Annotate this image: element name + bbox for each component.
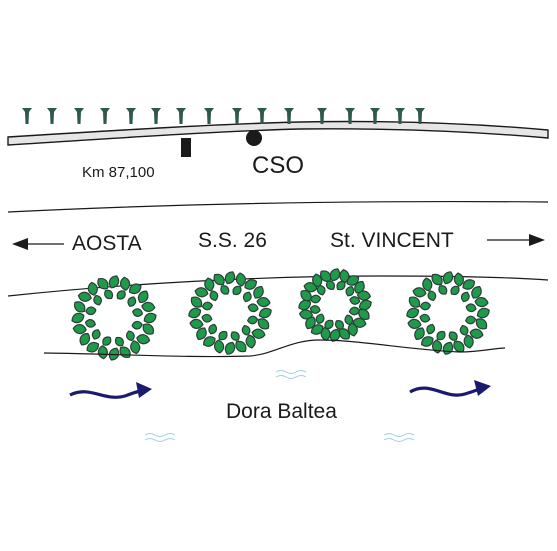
railway-sleeper-icon — [317, 108, 327, 124]
km-label: Km 87,100 — [82, 164, 155, 181]
railway-sleeper-icon — [100, 108, 110, 124]
railway-sleeper-icon — [395, 108, 405, 124]
flow-arrow-left — [69, 382, 152, 399]
tree-canopy-icon — [406, 271, 490, 355]
railway-sleeper-icon — [151, 108, 161, 124]
west-label: AOSTA — [72, 232, 142, 255]
railway-sleeper-icon — [257, 108, 267, 124]
cso-label: CSO — [252, 152, 304, 179]
railway-sleeper-icon — [284, 108, 294, 124]
railway-sleeper-icon — [232, 108, 242, 124]
arrow-east — [487, 234, 545, 246]
tree-row — [71, 268, 490, 361]
railway-sleeper-icon — [204, 108, 214, 124]
railway-sleepers — [22, 108, 425, 124]
road-edge-top — [7, 200, 549, 213]
tree-canopy-icon — [71, 275, 157, 361]
railway-sleeper-icon — [74, 108, 84, 124]
railway-sleeper-icon — [345, 108, 355, 124]
road-label: S.S. 26 — [198, 229, 267, 252]
arrow-west — [12, 238, 64, 250]
tree-canopy-icon — [188, 271, 272, 355]
river-bank — [43, 339, 506, 358]
flow-arrow-right — [409, 380, 491, 397]
water-ripples — [144, 370, 415, 442]
railway — [7, 108, 549, 146]
railway-sleeper-icon — [370, 108, 380, 124]
cso-point — [246, 130, 262, 146]
east-label: St. VINCENT — [330, 229, 454, 252]
river-label: Dora Baltea — [226, 400, 337, 423]
railway-sleeper-icon — [415, 108, 425, 124]
railway-sleeper-icon — [126, 108, 136, 124]
water-ripple-icon — [383, 433, 415, 442]
water-ripple-icon — [275, 370, 307, 379]
water-ripple-icon — [144, 433, 176, 442]
tree-canopy-icon — [298, 268, 372, 342]
railway-sleeper-icon — [47, 108, 57, 124]
road: AOSTA S.S. 26 St. VINCENT — [7, 200, 549, 297]
km-marker — [181, 138, 191, 157]
railway-track — [7, 120, 549, 146]
railway-sleeper-icon — [22, 108, 32, 124]
railway-sleeper-icon — [176, 108, 186, 124]
